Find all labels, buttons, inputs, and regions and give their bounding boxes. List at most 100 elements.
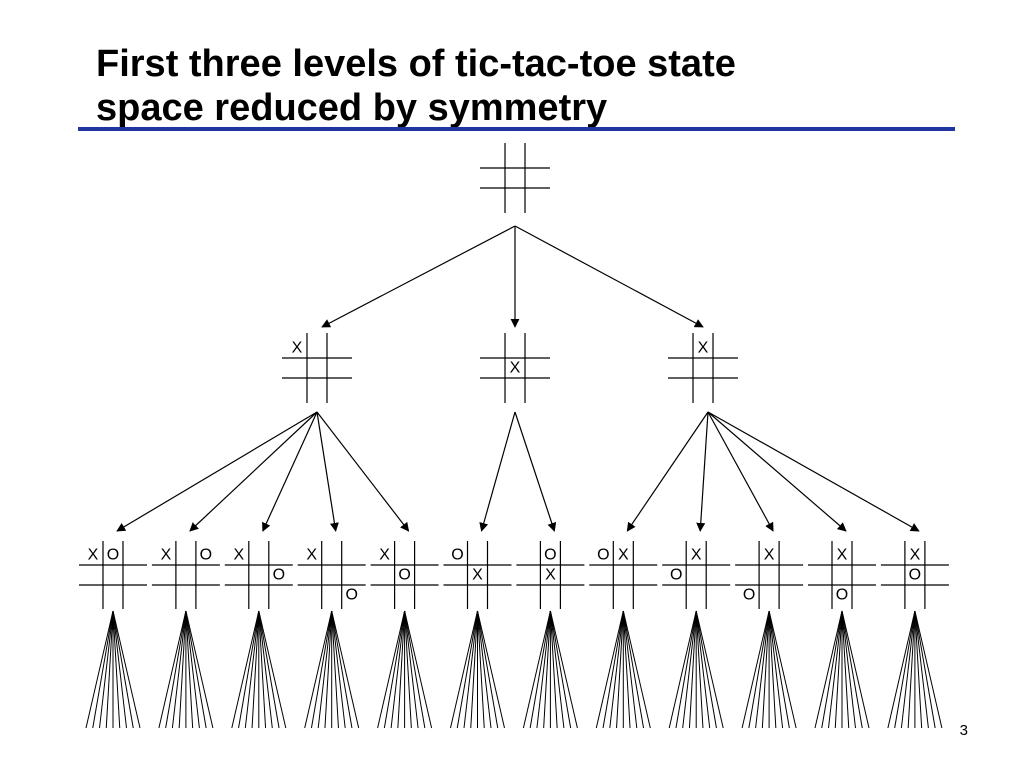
fan-line [682, 610, 697, 729]
fan-line [907, 610, 916, 729]
fan-line [741, 610, 770, 729]
fan-line [768, 610, 797, 729]
fan-line [404, 610, 412, 729]
fan-line [99, 610, 114, 729]
fan-line [695, 610, 717, 729]
fan-line [841, 610, 870, 729]
fan-line [549, 610, 558, 729]
slide-title-line-1: First three levels of tic-tac-toe state [96, 43, 736, 85]
fan-line [112, 610, 121, 729]
fan-line [543, 610, 551, 729]
fan-line [178, 610, 187, 729]
fan-line [536, 610, 551, 729]
board-level-2-5: XO [370, 541, 439, 609]
x-mark: X [233, 547, 244, 564]
x-mark: X [306, 547, 317, 564]
fan-line [477, 610, 492, 729]
tree-edge-arrow [514, 225, 704, 328]
fan-line [450, 610, 478, 729]
slide-title-line-2: space reduced by symmetry [96, 87, 608, 129]
fan-line [761, 610, 770, 729]
fan-line [841, 610, 863, 729]
o-mark: O [836, 587, 848, 604]
page-number: 3 [959, 722, 968, 739]
board-level-1-1: X [282, 333, 352, 403]
fan-line [602, 610, 624, 729]
tree-edge-arrow [707, 411, 847, 532]
fan-line [477, 610, 505, 729]
fan-line [622, 610, 631, 729]
fan-line [549, 610, 578, 729]
fan-line [622, 610, 638, 729]
tree-edge-arrow [479, 411, 516, 532]
fan-line [112, 610, 141, 729]
tree-edge-arrow [316, 411, 410, 532]
board-level-2-6: OX [443, 541, 512, 609]
fan-line [185, 610, 200, 729]
tree-edge-arrow [316, 411, 339, 532]
fan-line [390, 610, 406, 729]
fan-line [477, 610, 499, 729]
fan-line [914, 610, 929, 729]
fan-line [755, 610, 770, 729]
tree-edge-arrow [707, 411, 774, 532]
slide-title: First three levels of tic-tac-toe state … [96, 42, 956, 130]
x-mark: X [764, 547, 775, 564]
fan-line [258, 610, 267, 729]
fan-line [85, 610, 114, 729]
tree-edge-arrow [514, 411, 557, 532]
fan-line [331, 610, 339, 729]
fan-line [397, 610, 406, 729]
fan-line [244, 610, 260, 729]
x-mark: X [545, 567, 556, 584]
fan-line [522, 610, 551, 729]
fan-line [185, 610, 214, 729]
fan-line [549, 610, 565, 729]
o-mark: O [273, 567, 285, 584]
o-mark: O [200, 547, 212, 564]
tree-edge-arrow [707, 411, 920, 532]
fan-line [470, 610, 478, 729]
fan-line [821, 610, 843, 729]
fan-line [105, 610, 114, 729]
fan-line [324, 610, 333, 729]
fan-line [894, 610, 916, 729]
o-mark: O [743, 587, 755, 604]
board-level-2-4: XO [297, 541, 366, 609]
fan-line [595, 610, 624, 729]
fan-line [914, 610, 923, 729]
fan-line [688, 610, 697, 729]
fan-line [251, 610, 260, 729]
board-level-2-10: XO [735, 541, 804, 609]
board-level-2-9: XO [662, 541, 731, 609]
fan-line [748, 610, 770, 729]
fan-line [768, 610, 784, 729]
o-mark: O [670, 567, 682, 584]
fan-line [258, 610, 287, 729]
x-mark: X [161, 547, 172, 564]
fan-line [675, 610, 697, 729]
fan-line [529, 610, 551, 729]
fan-line [828, 610, 843, 729]
fan-line [310, 610, 333, 729]
tree-edge-arrow [262, 411, 318, 532]
fan-line [695, 610, 704, 729]
fan-line [158, 610, 187, 729]
fan-line [258, 610, 280, 729]
fan-line [841, 610, 850, 729]
fan-line [768, 610, 777, 729]
fan-line [92, 610, 114, 729]
x-mark: X [618, 547, 629, 564]
board-root-empty [480, 143, 550, 213]
board-level-2-7: OX [516, 541, 585, 609]
tree-edge-arrow [116, 411, 318, 532]
fan-line [171, 610, 187, 729]
x-mark: X [379, 547, 390, 564]
fan-line [383, 610, 406, 729]
fan-line [695, 610, 711, 729]
fan-line [668, 610, 697, 729]
fan-line [841, 610, 856, 729]
fan-line [814, 610, 843, 729]
tree-edges [116, 225, 920, 532]
